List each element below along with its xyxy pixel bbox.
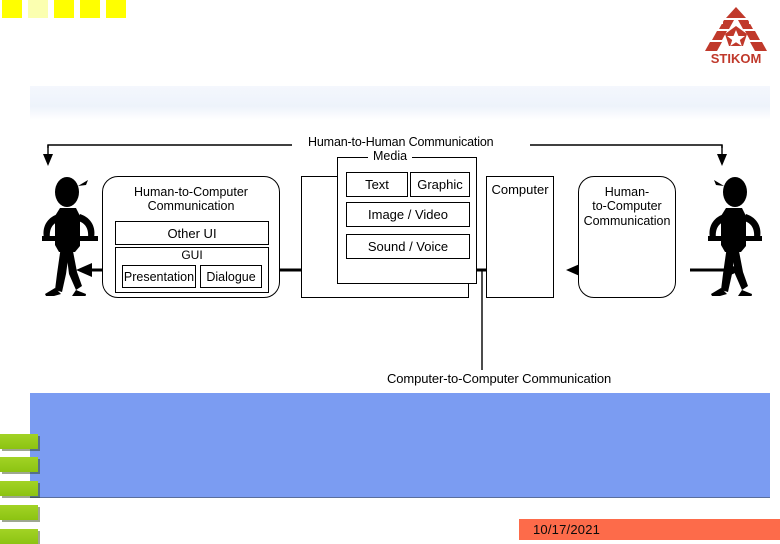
item-text[interactable]: Text	[346, 172, 408, 197]
decor-square-4	[80, 0, 100, 18]
caption-human-to-human: Human-to-Human Communication	[308, 135, 494, 149]
item-other-ui[interactable]: Other UI	[115, 221, 269, 245]
decor-square-1	[2, 0, 22, 18]
person-silhouette-left	[38, 176, 102, 299]
hcc-right-line3: Communication	[583, 213, 671, 228]
box-title-left: Human-to-Computer Communication	[103, 185, 279, 214]
media-group-label: Media	[368, 149, 413, 163]
hcc-right-line2: to-Computer	[592, 199, 662, 214]
green-tab-4[interactable]	[0, 505, 38, 520]
decor-square-5	[106, 0, 126, 18]
green-tab-3[interactable]	[0, 481, 38, 496]
item-graphic[interactable]: Graphic	[410, 172, 470, 197]
decor-square-3	[54, 0, 74, 18]
caption-computer-to-computer: Computer-to-Computer Communication	[387, 371, 612, 386]
hcc-left-line1: Human-to-Computer	[134, 185, 248, 199]
stikom-logo: STIKOM	[700, 4, 772, 66]
hcc-left-line2: Communication	[147, 199, 235, 214]
header-band	[30, 86, 770, 120]
hcc-right-line1: Human-	[604, 185, 650, 199]
footer-band: 10/17/2021	[519, 519, 780, 540]
green-tab-1[interactable]	[0, 434, 38, 449]
person-silhouette-right	[702, 176, 766, 299]
group-gui: GUI Presentation Dialogue	[115, 247, 269, 293]
computer-right-title: Computer	[491, 182, 549, 197]
communication-diagram: Human-to-Human Communication Computer-to…	[30, 120, 770, 394]
logo-wordmark: STIKOM	[711, 51, 762, 66]
item-presentation[interactable]: Presentation	[122, 265, 196, 288]
footer-date: 10/17/2021	[533, 522, 601, 537]
item-sound-voice[interactable]: Sound / Voice	[346, 234, 470, 259]
box-human-to-computer-left[interactable]: Human-to-Computer Communication Other UI…	[102, 176, 280, 298]
box-human-to-computer-right[interactable]: Human- to-Computer Communication	[578, 176, 676, 298]
group-media: Text Graphic Image / Video Sound / Voice	[337, 157, 477, 284]
decor-square-2	[28, 0, 48, 18]
content-placeholder-box	[30, 393, 770, 498]
green-tab-2[interactable]	[0, 457, 38, 472]
box-title-right: Human- to-Computer Communication	[579, 185, 675, 228]
green-tab-5[interactable]	[0, 529, 38, 544]
item-image-video[interactable]: Image / Video	[346, 202, 470, 227]
gui-label: GUI	[181, 248, 203, 262]
diagram-panel: Human-to-Human Communication Computer-to…	[30, 120, 770, 394]
item-dialogue[interactable]: Dialogue	[200, 265, 262, 288]
box-computer-right[interactable]: Computer	[486, 176, 554, 298]
